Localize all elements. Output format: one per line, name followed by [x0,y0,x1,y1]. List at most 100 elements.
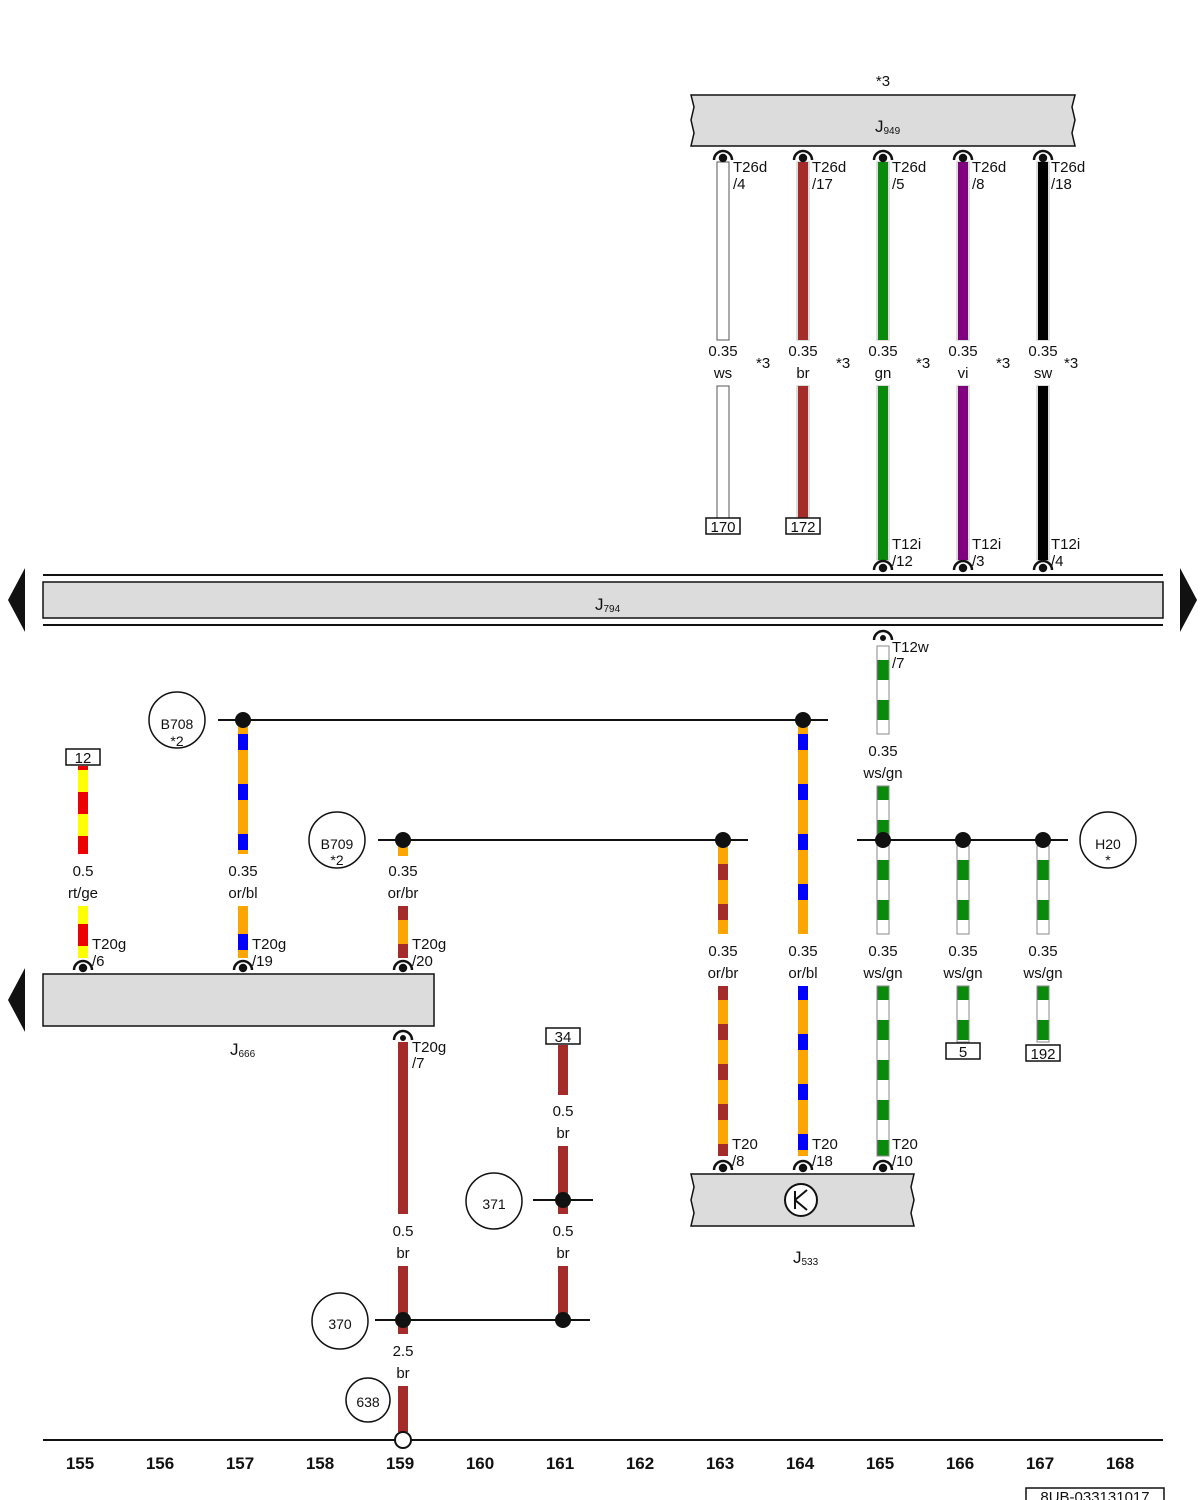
j533-label: J533 [793,1248,819,1268]
splice-371-line [533,1192,593,1208]
svg-text:172: 172 [790,519,815,536]
pin-t12w: T12w /7 [872,629,929,672]
svg-text:163: 163 [706,1454,734,1473]
svg-text:167: 167 [1026,1454,1054,1473]
svg-text:/4: /4 [1051,553,1064,570]
svg-text:T20g: T20g [412,1039,446,1056]
svg-text:/7: /7 [412,1055,425,1072]
pin-labels-j533: T20 /8 T20 /18 T20 /10 [732,1136,918,1170]
svg-text:T26d: T26d [972,159,1006,176]
splice-b709-line [378,832,748,848]
wire-vi-166[interactable] [956,161,970,561]
svg-text:160: 160 [466,1454,494,1473]
pin-symbols-top [712,149,1054,163]
pin-t20g7: T20g /7 [392,1029,446,1072]
module-j794[interactable]: J794 [42,574,1164,626]
wire-rtge-155[interactable] [78,766,88,958]
w166-color: ws/gn [942,965,982,982]
splice-h20[interactable]: H20 * [1079,811,1137,869]
splice-371[interactable]: 371 [465,1172,523,1230]
svg-text:/19: /19 [252,953,273,970]
svg-text:*3: *3 [836,355,850,372]
w159b-size: 0.5 [393,1223,414,1240]
svg-text:/8: /8 [732,1153,745,1170]
svg-text:vi: vi [958,365,969,382]
svg-text:/18: /18 [812,1153,833,1170]
ref-box-172[interactable]: 172 [785,517,821,536]
pin-labels-j666-top: T20g /6 T20g /19 T20g /20 [92,936,446,970]
svg-text:12: 12 [75,750,92,767]
w159b-color: br [396,1245,409,1262]
w163-size: 0.35 [708,943,737,960]
svg-text:165: 165 [866,1454,894,1473]
j666-label: J666 [230,1040,256,1060]
svg-text:T12i: T12i [892,536,921,553]
svg-text:/8: /8 [972,176,985,193]
ref-box-34[interactable]: 34 [545,1027,581,1046]
w164-color: or/bl [788,965,817,982]
svg-text:155: 155 [66,1454,94,1473]
j794-label: J794 [595,595,621,615]
svg-text:T20: T20 [732,1136,758,1153]
ref-box-12[interactable]: 12 [65,748,101,767]
svg-text:*3: *3 [996,355,1010,372]
wire-wsgn-166[interactable] [956,845,970,1043]
svg-text:*: * [1105,852,1111,868]
wire-br-172[interactable] [796,161,810,521]
wire-ws-170[interactable] [716,161,730,521]
ground-line [43,1431,1163,1449]
svg-text:T12w: T12w [892,639,929,656]
ref-box-192[interactable]: 192 [1025,1044,1061,1063]
w161a-size: 0.5 [553,1103,574,1120]
svg-text:5: 5 [959,1044,967,1061]
wire-sw-167[interactable] [1036,161,1050,561]
w159c-size: 2.5 [393,1343,414,1360]
svg-text:*3: *3 [1064,355,1078,372]
wire-br-159[interactable] [398,1042,408,1432]
module-j949[interactable]: *3 J949 [690,73,1076,147]
svg-text:156: 156 [146,1454,174,1473]
svg-text:/5: /5 [892,176,905,193]
splice-638[interactable]: 638 [345,1377,391,1423]
wire-orbr-163[interactable] [718,846,728,1156]
w159a-size: 0.35 [388,863,417,880]
svg-text:157: 157 [226,1454,254,1473]
w157-color: or/bl [228,885,257,902]
splice-b709[interactable]: B709 *2 [308,811,366,869]
svg-text:H20: H20 [1095,836,1121,852]
w155-size: 0.5 [73,863,94,880]
splice-370[interactable]: 370 [311,1292,369,1350]
wire-gn-165[interactable] [876,161,890,561]
svg-text:T26d: T26d [1051,159,1085,176]
svg-text:/20: /20 [412,953,433,970]
wire-wsgn-165[interactable] [876,645,890,1157]
j949-label: J949 [875,117,901,137]
svg-text:370: 370 [328,1316,352,1332]
svg-text:T20g: T20g [92,936,126,953]
w165a-color: ws/gn [862,765,902,782]
svg-text:T20g: T20g [252,936,286,953]
svg-text:*3: *3 [756,355,770,372]
ref-box-5[interactable]: 5 [945,1042,981,1061]
svg-text:/4: /4 [733,176,746,193]
svg-text:T26d: T26d [892,159,926,176]
module-j666[interactable]: J666 [42,973,435,1060]
doc-id: 8UB-033131017 [1025,1487,1165,1500]
wire-orbl-157[interactable] [238,726,248,958]
svg-text:T20: T20 [812,1136,838,1153]
wire-br-161[interactable] [558,1045,568,1320]
wire-orbl-164[interactable] [798,726,808,1156]
svg-text:8UB-033131017: 8UB-033131017 [1040,1489,1149,1500]
svg-text:/18: /18 [1051,176,1072,193]
ref-box-170[interactable]: 170 [705,517,741,536]
wire-orbr-159[interactable] [398,846,408,958]
w161b-size: 0.5 [553,1223,574,1240]
svg-text:170: 170 [710,519,735,536]
svg-text:T12i: T12i [1051,536,1080,553]
svg-text:*2: *2 [170,733,183,749]
w163-color: or/br [708,965,739,982]
svg-text:161: 161 [546,1454,574,1473]
splice-b708[interactable]: B708 *2 [148,691,206,749]
wire-wsgn-167[interactable] [1036,845,1050,1043]
pin-labels-t12i: T12i /12 T12i /3 T12i /4 [892,536,1080,570]
